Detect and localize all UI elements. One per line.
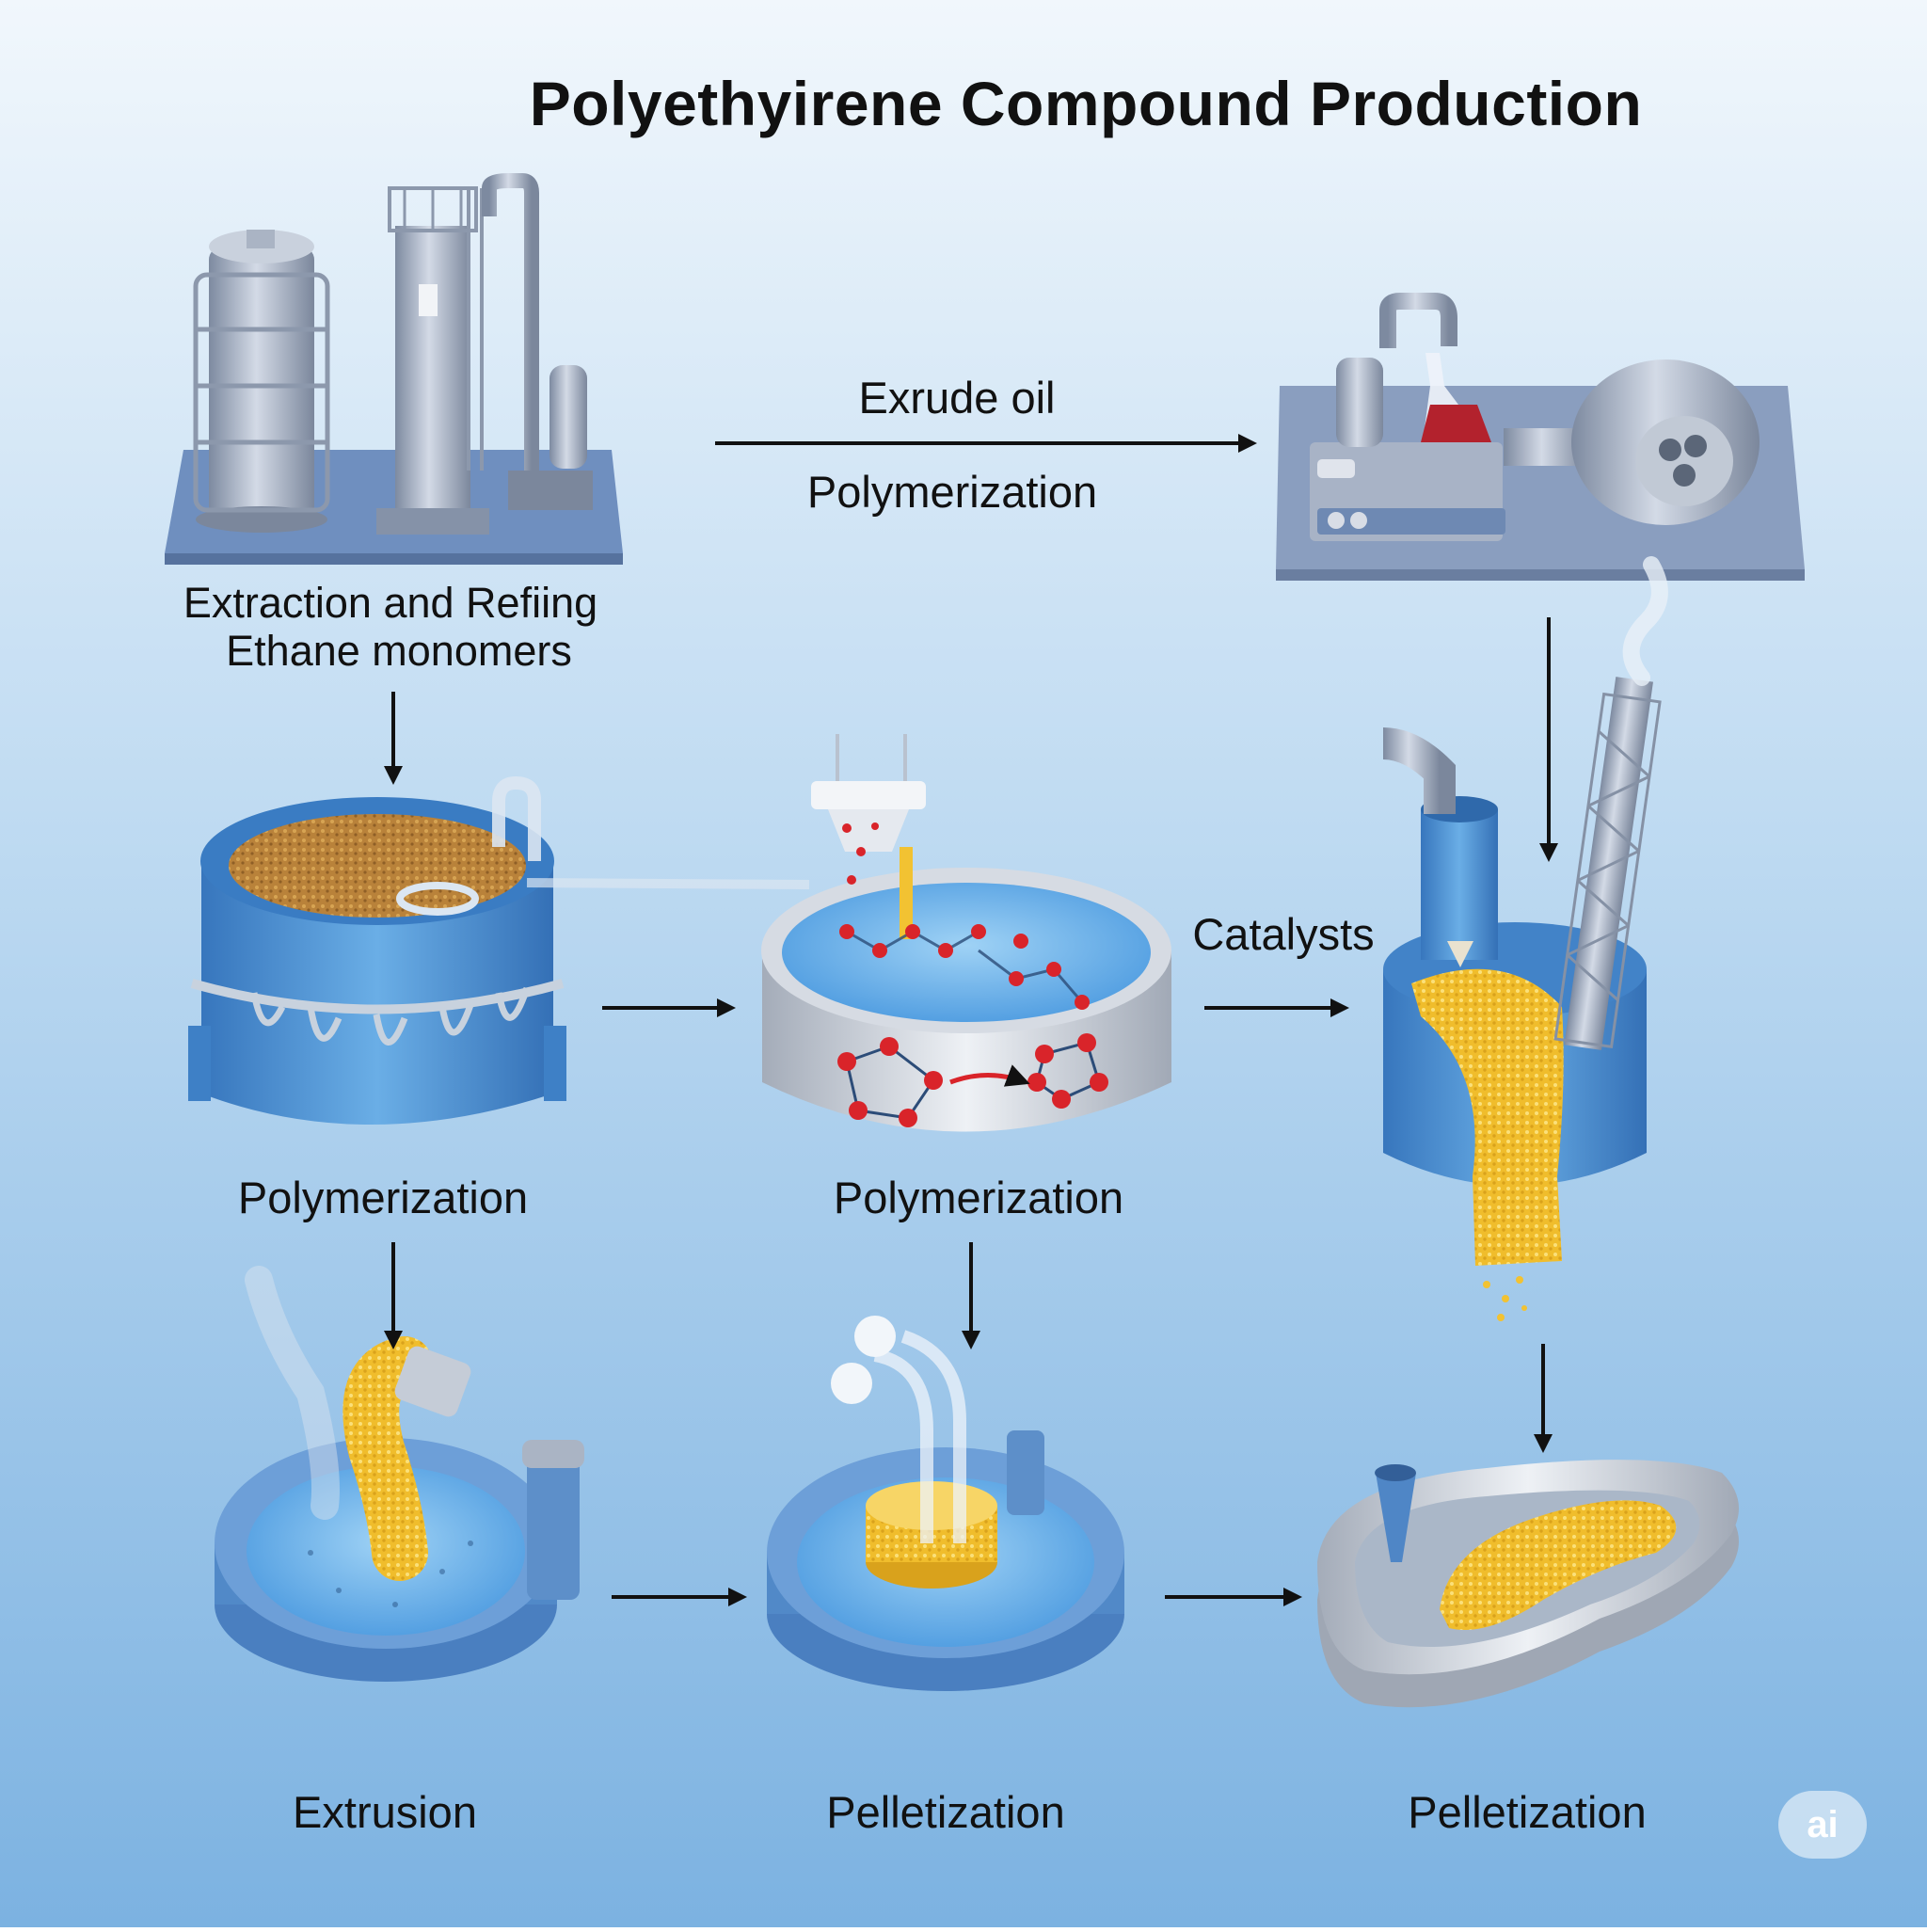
hopper-illustration [1382,556,1668,1321]
label-extrusion: Extrusion [293,1787,477,1837]
pelletization-tray-right-illustration [1317,1460,1739,1708]
label-pelletization-middle: Pelletization [826,1787,1065,1837]
label-catalysts: Catalysts [1192,909,1375,959]
label-ethane-monomers: Ethane monomers [226,627,572,675]
pelletization-basin-middle-illustration [767,1316,1124,1691]
extrusion-basin-illustration [215,1266,584,1682]
label-exrude-oil: Exrude oil [858,373,1056,423]
label-top-polymerization: Polymerization [806,467,1098,517]
molecule-reactor-illustration [761,734,1171,1132]
label-reactor-polymerization-left: Polymerization [237,1173,529,1222]
lab-equipment-illustration [1276,293,1805,581]
ai-watermark-badge: ai [1778,1791,1867,1859]
label-reactor-polymerization-middle: Polymerization [833,1173,1124,1222]
label-extraction-refining: Extraction and Refiing [183,579,598,627]
diagram-title: Polyethyirene Compound Production [529,69,1643,138]
molecule-particles [842,822,879,885]
label-pelletization-right: Pelletization [1408,1787,1647,1837]
grain-reactor-illustration [188,775,810,1125]
refinery-illustration [165,173,623,565]
flow-arrows [384,434,1558,1606]
